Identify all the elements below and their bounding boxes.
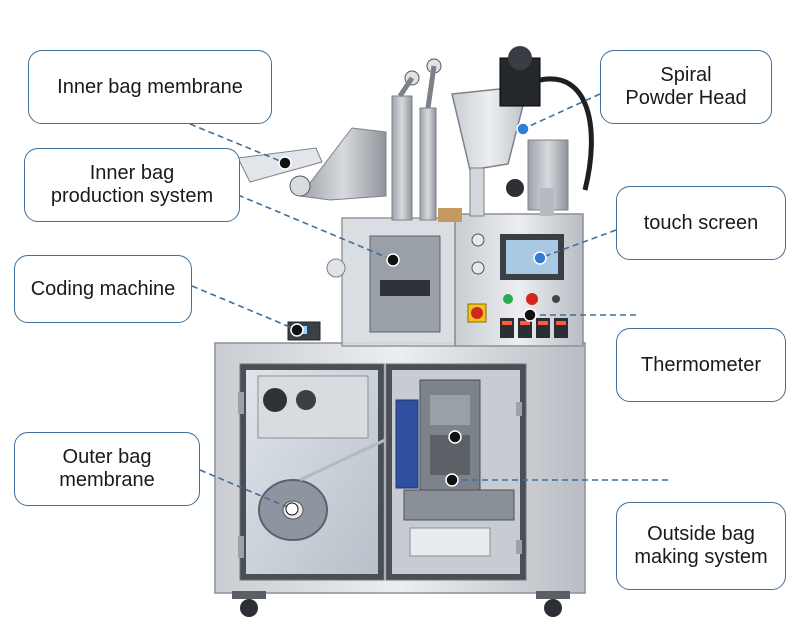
printer-roll-a (263, 388, 287, 412)
right-post (540, 188, 554, 216)
stop-button (526, 293, 538, 305)
gauge-a (471, 233, 485, 247)
marker-dot (448, 430, 462, 444)
marker-dot (290, 323, 304, 337)
film-web (299, 438, 386, 482)
cutter-block (403, 489, 515, 521)
marker-dot (533, 251, 547, 265)
marker-dot (445, 473, 459, 487)
marker-dot (386, 253, 400, 267)
leader-spiral-powder-head (522, 93, 601, 130)
marker-dot (516, 122, 530, 136)
right-bracket-wheel (506, 179, 524, 197)
hinge-c (516, 402, 522, 416)
mast-left (391, 95, 413, 221)
hinge-d (516, 540, 522, 554)
leader-inner-bag-membrane (189, 123, 286, 164)
marker-dot (278, 156, 292, 170)
callout-spiral-powder-head: Spiral Powder Head (600, 50, 772, 124)
inner-bag-roller (326, 258, 346, 278)
aux-button (552, 295, 560, 303)
inner-bag-blade (380, 280, 430, 296)
leader-coding-machine (191, 285, 298, 331)
callout-outside-bag-making-system: Outside bag making system (616, 502, 786, 590)
inner-film-roller (289, 175, 311, 197)
marker-dot (285, 502, 299, 516)
marker-dot (523, 308, 537, 322)
machine (214, 46, 594, 617)
hopper-neck (469, 167, 485, 217)
casters (232, 591, 570, 617)
gauge-b (471, 261, 485, 275)
sealing-detail-a (430, 395, 470, 425)
motor-cap (508, 46, 532, 70)
emergency-knob (471, 307, 483, 319)
callout-thermometer: Thermometer (616, 328, 786, 402)
callout-touch-screen: touch screen (616, 186, 786, 260)
leader-touch-screen (539, 229, 617, 259)
sealing-detail-b (430, 435, 470, 475)
leader-outer-bag-membrane (199, 469, 293, 510)
sealing-plate-blue (395, 399, 419, 489)
leader-inner-bag-production-system (237, 194, 394, 261)
callout-inner-bag-membrane: Inner bag membrane (28, 50, 272, 124)
hopper-collar (438, 208, 462, 222)
callout-outer-bag-membrane: Outer bag membrane (14, 432, 200, 506)
leader-lines (189, 93, 672, 510)
callout-inner-bag-production-system: Inner bag production system (24, 148, 240, 222)
hinge-a (238, 392, 244, 414)
hinge-b (238, 536, 244, 558)
callout-coding-machine: Coding machine (14, 255, 192, 323)
mast-right (419, 107, 437, 221)
inner-film-arm (299, 127, 387, 201)
start-button (503, 294, 513, 304)
marker-dots (278, 122, 547, 516)
touch-screen-display (506, 240, 558, 274)
temperature-controllers (500, 318, 568, 338)
printer-roll-b (296, 390, 316, 410)
discharge-chute (409, 527, 491, 557)
motor-cable (539, 76, 594, 191)
